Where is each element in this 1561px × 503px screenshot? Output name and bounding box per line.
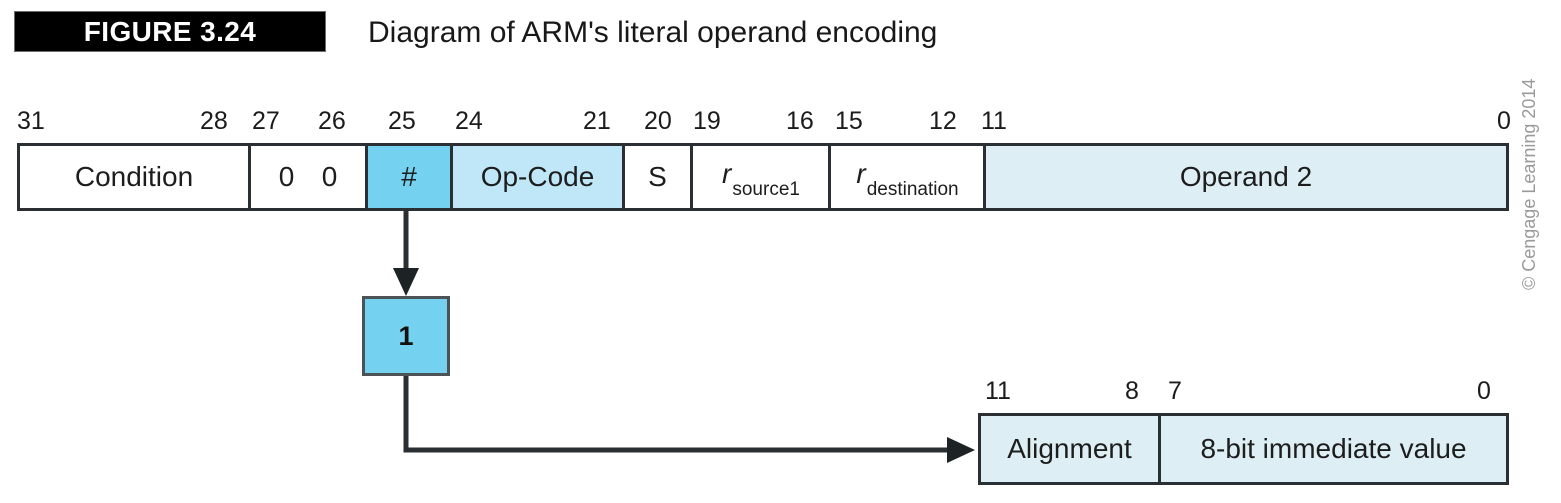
field-immediate-flag: # (368, 146, 453, 208)
zero-bit-0: 0 (278, 161, 295, 192)
field-condition: Condition (20, 146, 251, 208)
arrowhead-hash-to-one (393, 268, 419, 296)
immediate-flag-value-text: 1 (398, 320, 414, 351)
field-s-bit: S (625, 146, 693, 208)
field-r-destination: rdestination (831, 146, 986, 208)
figure-caption: FIGURE 3.24 Diagram of ARM's literal ope… (0, 0, 1561, 80)
field-immediate-value: 8-bit immediate value (1161, 416, 1506, 482)
figure-title: Diagram of ARM's literal operand encodin… (368, 16, 938, 49)
bit-number-11: 11 (985, 377, 1011, 405)
immediate-flag-value-box: 1 (362, 296, 450, 376)
bit-number-24: 24 (455, 107, 483, 135)
bit-number-21: 21 (583, 107, 611, 135)
copyright-notice: © Cengage Learning 2014 (1519, 78, 1539, 290)
figure-label-badge: FIGURE 3.24 (14, 11, 326, 52)
field-label: Op-Code (480, 161, 595, 192)
figure-label-text: FIGURE 3.24 (83, 15, 257, 47)
bit-number-15: 15 (835, 107, 863, 135)
bit-number-0: 0 (1477, 377, 1491, 405)
bit-number-27: 27 (252, 107, 280, 135)
bit-number-31: 31 (17, 107, 45, 135)
bit-number-20: 20 (644, 107, 672, 135)
bit-number-28: 28 (200, 107, 228, 135)
bit-number-12: 12 (929, 107, 957, 135)
arrow-one-to-operand2 (403, 376, 958, 453)
bit-number-8: 8 (1125, 377, 1139, 405)
register-letter: rsource1 (722, 158, 800, 200)
field-operand2: Operand 2 (986, 146, 1506, 208)
bit-number-25: 25 (388, 107, 416, 135)
register-letter: rdestination (856, 158, 959, 200)
field-label: # (401, 161, 417, 192)
field-op-code: Op-Code (453, 146, 625, 208)
field-label: Condition (74, 161, 194, 192)
operand2-expansion-bar: Alignment 8-bit immediate value (978, 413, 1509, 485)
field-label: Alignment (1007, 433, 1132, 464)
bit-number-26: 26 (318, 107, 346, 135)
field-label: 8-bit immediate value (1200, 433, 1467, 464)
zero-bit-1: 0 (321, 161, 338, 192)
field-r-source1: rsource1 (693, 146, 831, 208)
bit-number-0: 0 (1497, 107, 1511, 135)
bit-number-19: 19 (693, 107, 721, 135)
field-label: Operand 2 (1179, 161, 1313, 192)
bit-number-7: 7 (1168, 377, 1182, 405)
register-subscript: destination (866, 178, 959, 200)
bit-number-16: 16 (786, 107, 814, 135)
field-label: S (648, 161, 667, 192)
register-subscript: source1 (732, 178, 800, 200)
arrowhead-one-to-operand2 (947, 437, 975, 463)
field-alignment: Alignment (981, 416, 1161, 482)
bit-number-11: 11 (981, 107, 1007, 135)
